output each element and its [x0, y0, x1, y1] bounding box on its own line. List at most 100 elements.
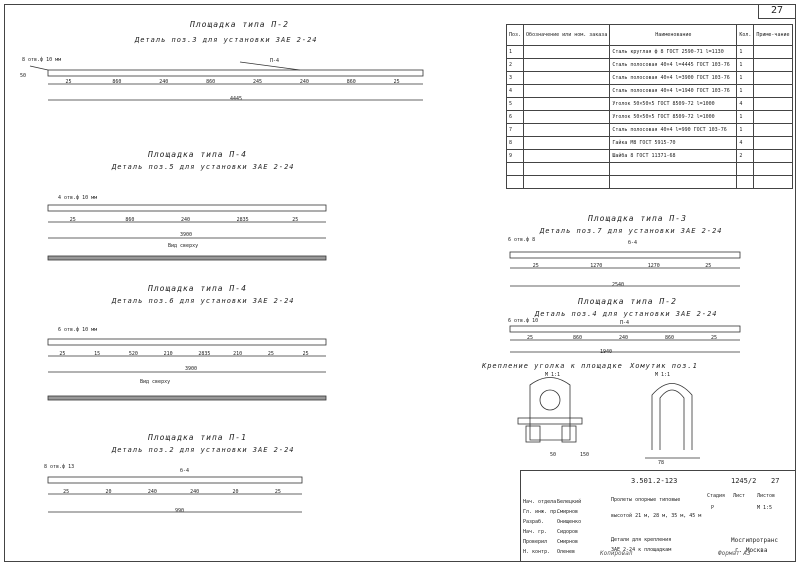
spec-cell [753, 71, 793, 85]
dim-label-p2a: 860 [206, 79, 216, 85]
strip-p3 [509, 251, 741, 259]
clamp-title: Хомутик поз.1 [630, 362, 698, 370]
role-1: Нач. отдела [523, 499, 557, 505]
dim-label-p2b: 240 [619, 335, 629, 341]
dim-label-p4b: 25 [302, 351, 309, 357]
drawing-p2b-mark: П-4 [620, 320, 630, 326]
drawing-p2b-subtitle: Деталь поз.4 для установки ЗАЕ 2-24 [535, 310, 718, 318]
strip-p4a [47, 204, 327, 212]
dim-label-p3: 25 [532, 263, 539, 269]
clamp-dim-width: 78 [658, 460, 665, 466]
drawing-p1-total: 990 [175, 508, 185, 514]
table-row: 4 Сталь полосовая 40×4 l=1940 ГОСТ 103-76… [505, 84, 793, 98]
drawing-p4b-holes: 6 отв.ф 10 мм [58, 327, 98, 333]
specification-table: Поз. Обозначение или ном. заказа Наимено… [505, 24, 793, 189]
spec-cell: 1 [736, 110, 755, 124]
clamp-u-inner [659, 389, 685, 450]
spec-header-row: Поз. Обозначение или ном. заказа Наимено… [505, 24, 793, 46]
spec-cell: Сталь полосовая 40×4 l=1940 ГОСТ 103-76 [609, 84, 738, 98]
drawing-p4a-view: Вид сверху [168, 243, 199, 249]
spec-cell [523, 84, 611, 98]
spec-cell [523, 71, 611, 85]
dim-label-p4b: 25 [267, 351, 274, 357]
drawing-p4a-subtitle: Деталь поз.5 для установки ЗАЕ 2-24 [112, 163, 295, 171]
copied-by: Копировал [600, 550, 633, 557]
drawing-p2a-side: 50 [20, 73, 27, 79]
dim-label-p2a: 240 [299, 79, 309, 85]
spec-cell [753, 149, 793, 163]
spec-cell [523, 175, 611, 189]
spec-cell: Сталь полосовая 40×4 l=990 ГОСТ 103-76 [609, 123, 738, 137]
spec-cell: Сталь круглая ф 8 ГОСТ 2590-71 l=1130 [609, 45, 738, 59]
table-row [505, 175, 793, 189]
drawing-p2b-holes: 6 отв.ф 10 [508, 318, 539, 324]
spec-header-pos: Поз. [505, 24, 525, 46]
dim-label-p2b: 860 [665, 335, 675, 341]
tb-header-stage: Стадия [707, 493, 726, 499]
spec-cell: 4 [736, 136, 755, 150]
doc-name-4: ЗАЕ 2-24 к площадкам [611, 547, 672, 553]
dim-label-p4b: 520 [128, 351, 138, 357]
strip-p4b [47, 338, 327, 346]
spec-cell: Сталь полосовая 40×4 l=3900 ГОСТ 103-76 [609, 71, 738, 85]
spec-cell [753, 136, 793, 150]
drawing-p2b-title: Площадка типа П-2 [578, 297, 677, 306]
drawing-p3-subtitle: Деталь поз.7 для установки ЗАЕ 2-24 [540, 227, 723, 235]
drawing-p2a-total: 4445 [230, 96, 243, 102]
sheet-code: 1245/2 [731, 477, 757, 485]
fastening-bracket [529, 377, 571, 441]
spec-cell: 8 [505, 136, 525, 150]
dim-label-p1: 20 [105, 489, 112, 495]
dim-label-p3: 1270 [590, 263, 603, 269]
drawing-p3-total: 2540 [612, 282, 625, 288]
spec-cell [523, 110, 611, 124]
drawing-p4a-total: 3900 [180, 232, 193, 238]
dim-label-p2b: 25 [527, 335, 534, 341]
spec-cell: Гайка М8 ГОСТ 5915-70 [609, 136, 738, 150]
spec-cell [523, 97, 611, 111]
dim-label-p4a: 860 [125, 217, 135, 223]
spec-cell [523, 45, 611, 59]
strip-p2b [509, 325, 741, 333]
drawing-p2a-mark: П-4 [270, 58, 280, 64]
role-5: Проверил [523, 539, 548, 545]
spec-cell: 1 [736, 71, 755, 85]
name-6: Оленев [557, 549, 576, 555]
dim-label-p1: 240 [147, 489, 157, 495]
drawing-p4a-holes: 4 отв.ф 10 мм [58, 195, 98, 201]
dim-label-p1: 25 [63, 489, 70, 495]
dim-label-p3: 1270 [647, 263, 660, 269]
dim-label-p4b: 2835 [198, 351, 211, 357]
dim-label-p3: 25 [705, 263, 712, 269]
drawing-sheet [4, 4, 796, 562]
spec-cell: 4 [505, 84, 525, 98]
drawing-p4b-title: Площадка типа П-4 [148, 284, 247, 293]
nut-left [525, 425, 541, 443]
dim-label-p4a: 240 [181, 217, 191, 223]
dim-label-p2b: 25 [711, 335, 718, 341]
spec-cell [753, 97, 793, 111]
name-2: Смирнов [557, 509, 579, 515]
spec-header-note: Приме-чание [753, 24, 793, 46]
name-1: Белецкий [557, 499, 582, 505]
clamp-u [651, 383, 693, 450]
role-6: Н. контр. [523, 549, 551, 555]
strip-p1 [47, 476, 303, 484]
drawing-p1-subtitle: Деталь поз.2 для установки ЗАЕ 2-24 [112, 446, 295, 454]
drawing-p1-holes: 8 отв.ф 13 [44, 464, 75, 470]
dim-label-p1: 20 [232, 489, 239, 495]
doc-name-2: высотой 21 м, 28 м, 35 м, 45 м [611, 513, 702, 519]
dim-label-p2b: 860 [573, 335, 583, 341]
role-4: Нач. гр. [523, 529, 548, 535]
spec-cell: 7 [505, 123, 525, 137]
role-2: Гл. инж. пр. [523, 509, 560, 515]
tb-header-sheet: Лист [733, 493, 746, 499]
drawing-p3-holes: 6 отв.ф 8 [508, 237, 536, 243]
doc-name-3: Детали для крепления [611, 537, 672, 543]
